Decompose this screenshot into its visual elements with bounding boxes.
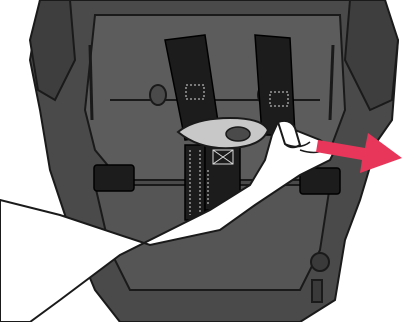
illustration <box>0 0 420 322</box>
instruction-diagram <box>0 0 420 322</box>
